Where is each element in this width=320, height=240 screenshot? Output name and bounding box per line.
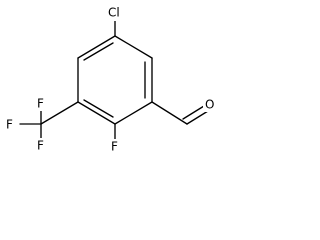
cf3-f-top-label-background xyxy=(35,96,48,111)
ring-fluorine-label-background xyxy=(109,139,122,154)
cf3-fluorine-left-label: F xyxy=(6,118,13,132)
bond-aldehyde-oxygen xyxy=(186,110,209,125)
chlorine-atom-label: Cl xyxy=(108,6,120,20)
chlorine-label-background xyxy=(106,6,126,21)
molecule-structure-diagram: Cl F F F F O xyxy=(4,5,218,154)
cf3-f-bottom-label-background xyxy=(35,138,48,153)
bond-ring-bottom-right xyxy=(114,101,153,125)
bond-ring-bottom-left xyxy=(77,101,116,125)
cf3-f-left-label-background xyxy=(4,117,17,132)
oxygen-atom-label: O xyxy=(205,98,214,112)
bond-aldehyde-carbon xyxy=(151,101,188,125)
bond-ring-top-left xyxy=(77,35,116,59)
cf3-fluorine-top-label: F xyxy=(37,97,44,111)
cf3-fluorine-bottom-label: F xyxy=(37,139,44,153)
oxygen-label-background xyxy=(203,97,218,112)
ring-fluorine-atom-label: F xyxy=(111,140,118,154)
double-bond-ring-upper-left xyxy=(83,42,114,61)
bond-ring-top-right xyxy=(114,35,153,59)
double-bond-aldehyde-oxygen xyxy=(182,105,205,120)
double-bond-ring-lower-left xyxy=(83,99,114,118)
bond-trifluoromethyl xyxy=(40,101,79,125)
